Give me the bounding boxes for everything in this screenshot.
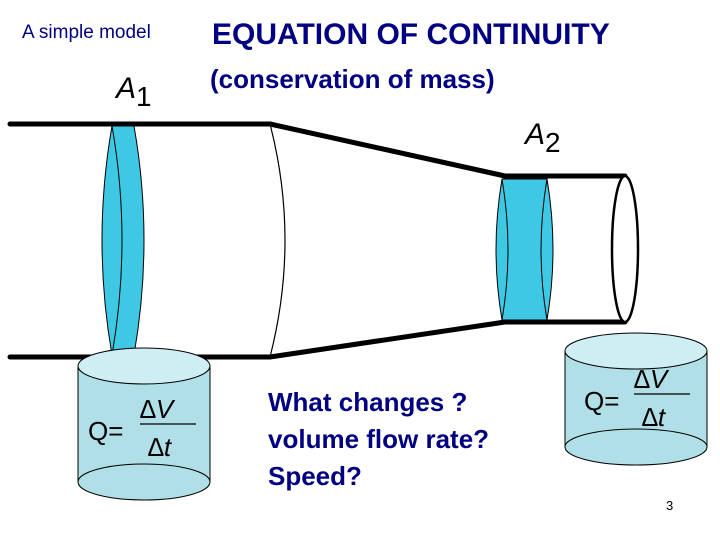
volume-cylinder-right (564, 332, 708, 466)
model-label: A simple model (22, 22, 151, 43)
area-label-a2-letter: A (525, 118, 546, 151)
fluid-slice-a2 (495, 178, 554, 321)
pipe-end-ellipse (610, 174, 640, 324)
question-volume-flow-rate: volume flow rate? (268, 424, 490, 454)
area-label-a2: A2 (525, 118, 561, 158)
question-speed: Speed? (268, 461, 362, 491)
fluid-slice-a1 (101, 125, 145, 356)
question-what-changes: What changes ? (268, 387, 468, 417)
area-label-a1: A1 (116, 72, 152, 112)
pipe-outline (7, 121, 628, 360)
area-label-a2-sub: 2 (545, 127, 561, 158)
formula-denominator-right: ∆t (642, 402, 667, 432)
flow-rate-formula-right: Q= ∆V ∆t (584, 364, 690, 432)
questions-block: What changes ? volume flow rate? Speed? (268, 384, 489, 495)
page-number: 3 (666, 498, 674, 513)
area-label-a1-letter: A (116, 72, 137, 105)
page-subtitle: (conservation of mass) (210, 64, 495, 94)
formula-q-right: Q= (584, 386, 619, 416)
formula-denominator-left: ∆t (148, 432, 173, 462)
flow-rate-formula-left: Q= ∆V ∆t (88, 394, 196, 462)
formula-numerator-left: ∆V (140, 394, 176, 424)
wide-section-ellipse (269, 123, 286, 358)
area-label-a1-sub: 1 (136, 81, 152, 112)
page-title: EQUATION OF CONTINUITY (212, 18, 610, 51)
formula-numerator-right: ∆V (634, 364, 670, 394)
formula-q-left: Q= (88, 416, 123, 446)
